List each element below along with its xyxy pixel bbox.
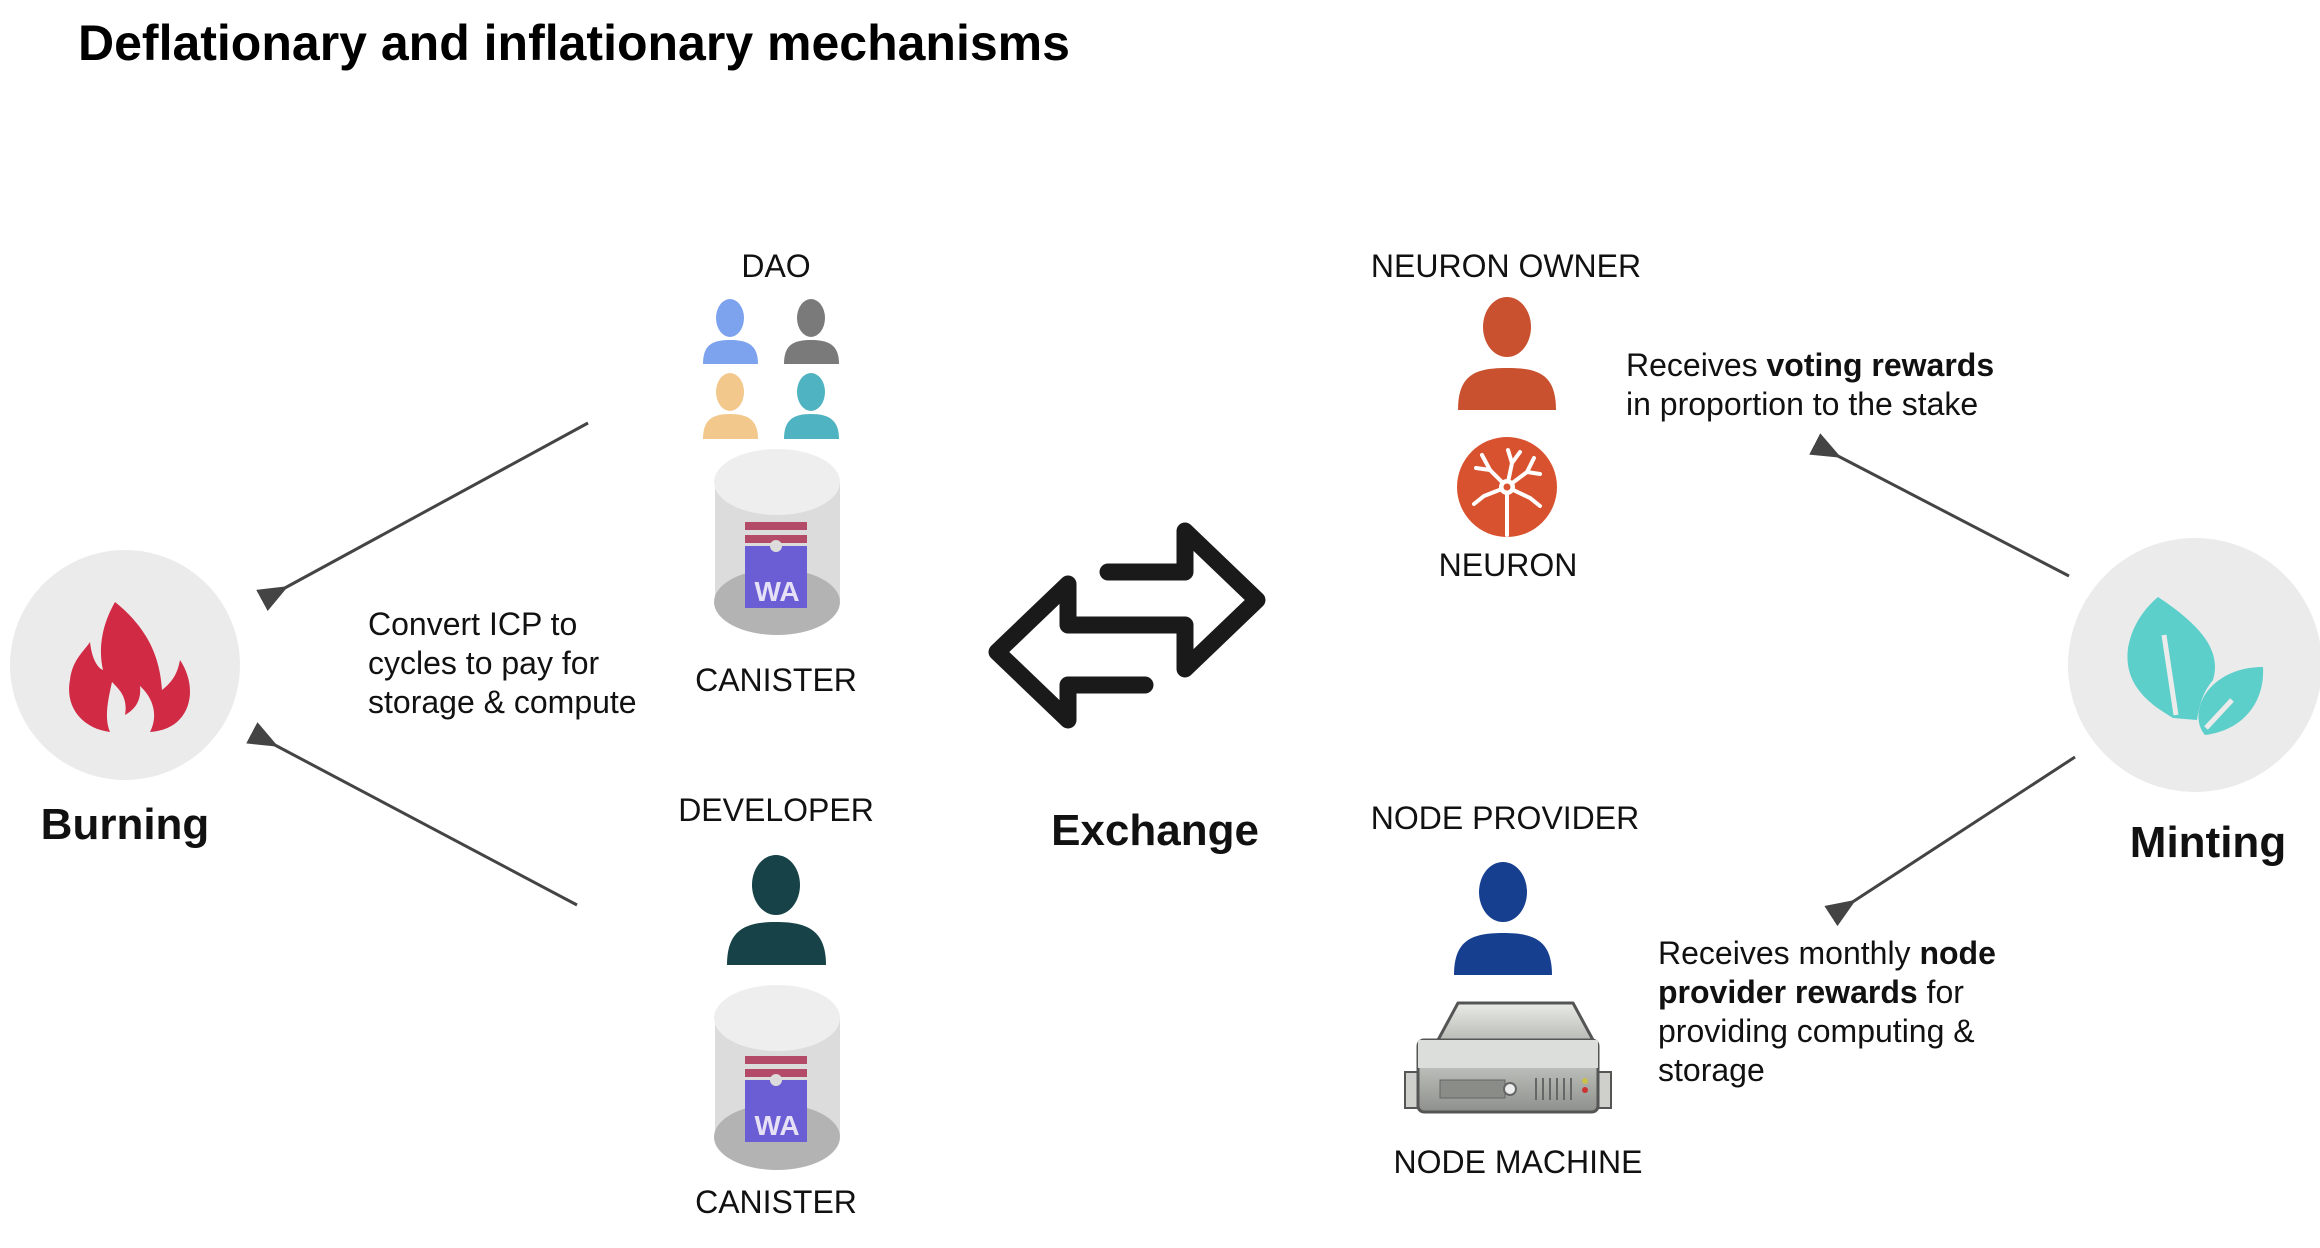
group-of-people-icon bbox=[703, 299, 839, 439]
minting-node bbox=[2068, 538, 2320, 792]
developer-canister-label: CANISTER bbox=[695, 1184, 857, 1220]
node-provider-label: NODE PROVIDER bbox=[1370, 800, 1640, 836]
burning-description-line: Convert ICP to bbox=[368, 606, 578, 642]
burning-description-line: storage & compute bbox=[368, 684, 637, 720]
person-icon-gray bbox=[784, 299, 839, 364]
voting-rewards-line2: in proportion to the stake bbox=[1626, 386, 1979, 422]
person-icon-blue bbox=[703, 299, 758, 364]
arrow-dao-to-burning bbox=[256, 421, 589, 612]
arrow-minting-to-neuron-owner bbox=[1809, 433, 2070, 578]
person-icon-teal bbox=[784, 373, 839, 439]
voting-rewards-description: Receives voting rewards in proportion to… bbox=[1626, 346, 1994, 424]
burning-description: Convert ICP to cycles to pay for storage… bbox=[368, 605, 637, 722]
dao-label: DAO bbox=[741, 248, 811, 284]
person-icon-developer bbox=[727, 855, 826, 965]
neuron-owner-label: NEURON OWNER bbox=[1370, 248, 1642, 284]
minting-label: Minting bbox=[2129, 818, 2287, 867]
neuron-icon bbox=[1457, 437, 1557, 537]
fire-icon bbox=[69, 602, 190, 732]
node-rewards-line4: storage bbox=[1658, 1052, 1765, 1088]
person-icon-yellow bbox=[703, 373, 758, 439]
burning-description-line: cycles to pay for bbox=[368, 645, 600, 681]
dao-canister-label: CANISTER bbox=[695, 662, 857, 698]
voting-rewards-prefix: Receives bbox=[1626, 347, 1767, 383]
page-title: Deflationary and inflationary mechanisms bbox=[78, 15, 1070, 71]
person-icon-neuron-owner bbox=[1458, 297, 1556, 410]
node-rewards-bold-1: node bbox=[1919, 935, 1996, 971]
canister-badge-text: WA bbox=[754, 1110, 799, 1141]
exchange-arrows-icon bbox=[988, 522, 1266, 729]
neuron-label: NEURON bbox=[1438, 547, 1578, 583]
node-rewards-suffix: for bbox=[1917, 974, 1964, 1010]
node-rewards-bold-2: provider rewards bbox=[1658, 974, 1918, 1010]
node-rewards-description: Receives monthly node provider rewards f… bbox=[1658, 934, 1996, 1090]
burning-node bbox=[10, 550, 240, 780]
canister-icon-dao: WA bbox=[714, 449, 840, 635]
server-icon bbox=[1404, 1001, 1612, 1114]
arrow-developer-to-burning bbox=[246, 722, 578, 907]
node-rewards-prefix: Receives monthly bbox=[1658, 935, 1920, 971]
node-machine-label: NODE MACHINE bbox=[1393, 1144, 1643, 1180]
voting-rewards-bold: voting rewards bbox=[1766, 347, 1995, 383]
canister-badge-text: WA bbox=[754, 576, 799, 607]
node-rewards-line3: providing computing & bbox=[1658, 1013, 1975, 1049]
person-icon-node-provider bbox=[1454, 862, 1552, 975]
burning-label: Burning bbox=[40, 800, 210, 849]
exchange-label: Exchange bbox=[1051, 806, 1259, 855]
leaves-icon bbox=[2127, 597, 2264, 735]
developer-label: DEVELOPER bbox=[678, 792, 874, 828]
arrow-minting-to-node-provider bbox=[1824, 755, 2076, 927]
canister-icon-developer: WA bbox=[714, 985, 840, 1170]
